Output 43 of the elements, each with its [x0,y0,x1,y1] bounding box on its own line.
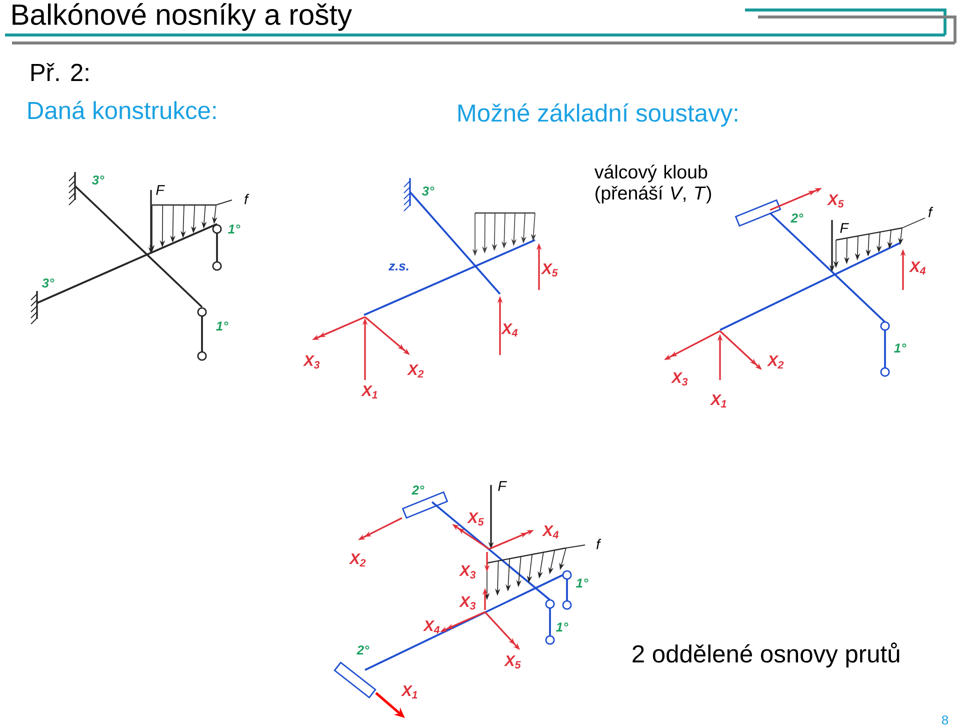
degree-label: 3° [42,278,54,288]
caption-text: 2 oddělené osnovy prutů [632,642,900,668]
load-label: F [840,223,849,233]
force-label: X$_{5}$ [826,194,844,208]
degree-label: 2° [356,646,370,654]
load-label: F [498,481,507,491]
force-label: X$_{3}$ [670,372,688,386]
force-label: X$_{5}$ [466,512,484,526]
force-label: X$_{5}$ [540,263,558,277]
degree-label: 1° [894,344,906,352]
force-label: X$_{4}$ [542,526,559,538]
degree-label: 1° [556,622,568,632]
force-label: X$_{1}$ [710,394,726,408]
force-label: X$_{2}$ [766,355,784,369]
degree-label: 1° [216,322,228,330]
load-label: f [244,194,250,204]
title-text: Balkónové nosníky a rošty [12,3,352,31]
heading-label: Daná konstrukce: [28,100,216,120]
force-label: X$_{1}$ [360,386,378,398]
force-label: X$_{3}$ [458,565,476,579]
load-label: f [928,206,934,218]
degree-label: 2° [412,486,424,494]
force-label: X$_{1}$ [400,686,418,698]
text-label: Př. 2: [31,63,88,81]
force-label: X$_{2}$ [348,553,366,567]
force-label: X$_{4}$ [500,324,518,336]
force-label: X$_{2}$ [406,364,424,378]
load-label: F [156,185,165,195]
degree-label: 1° [576,578,588,588]
force-label: X$_{4}$ [422,620,440,634]
degree-label: 1° [228,224,240,234]
force-label: X$_{3}$ [302,355,320,369]
page-number: 8 [942,715,948,725]
degree-label: 2° [790,214,804,222]
force-label: X$_{3}$ [458,596,476,610]
force-label: X$_{4}$ [908,262,926,274]
force-label: X$_{5}$ [504,655,521,669]
system-label: z.s. [388,264,408,271]
heading-label: Možné základní soustavy: [458,103,738,127]
note-text: válcový kloub (přenáší V, T) [594,164,711,204]
degree-label: 3° [92,175,104,185]
load-label: f [596,538,602,550]
degree-label: 3° [422,186,434,196]
